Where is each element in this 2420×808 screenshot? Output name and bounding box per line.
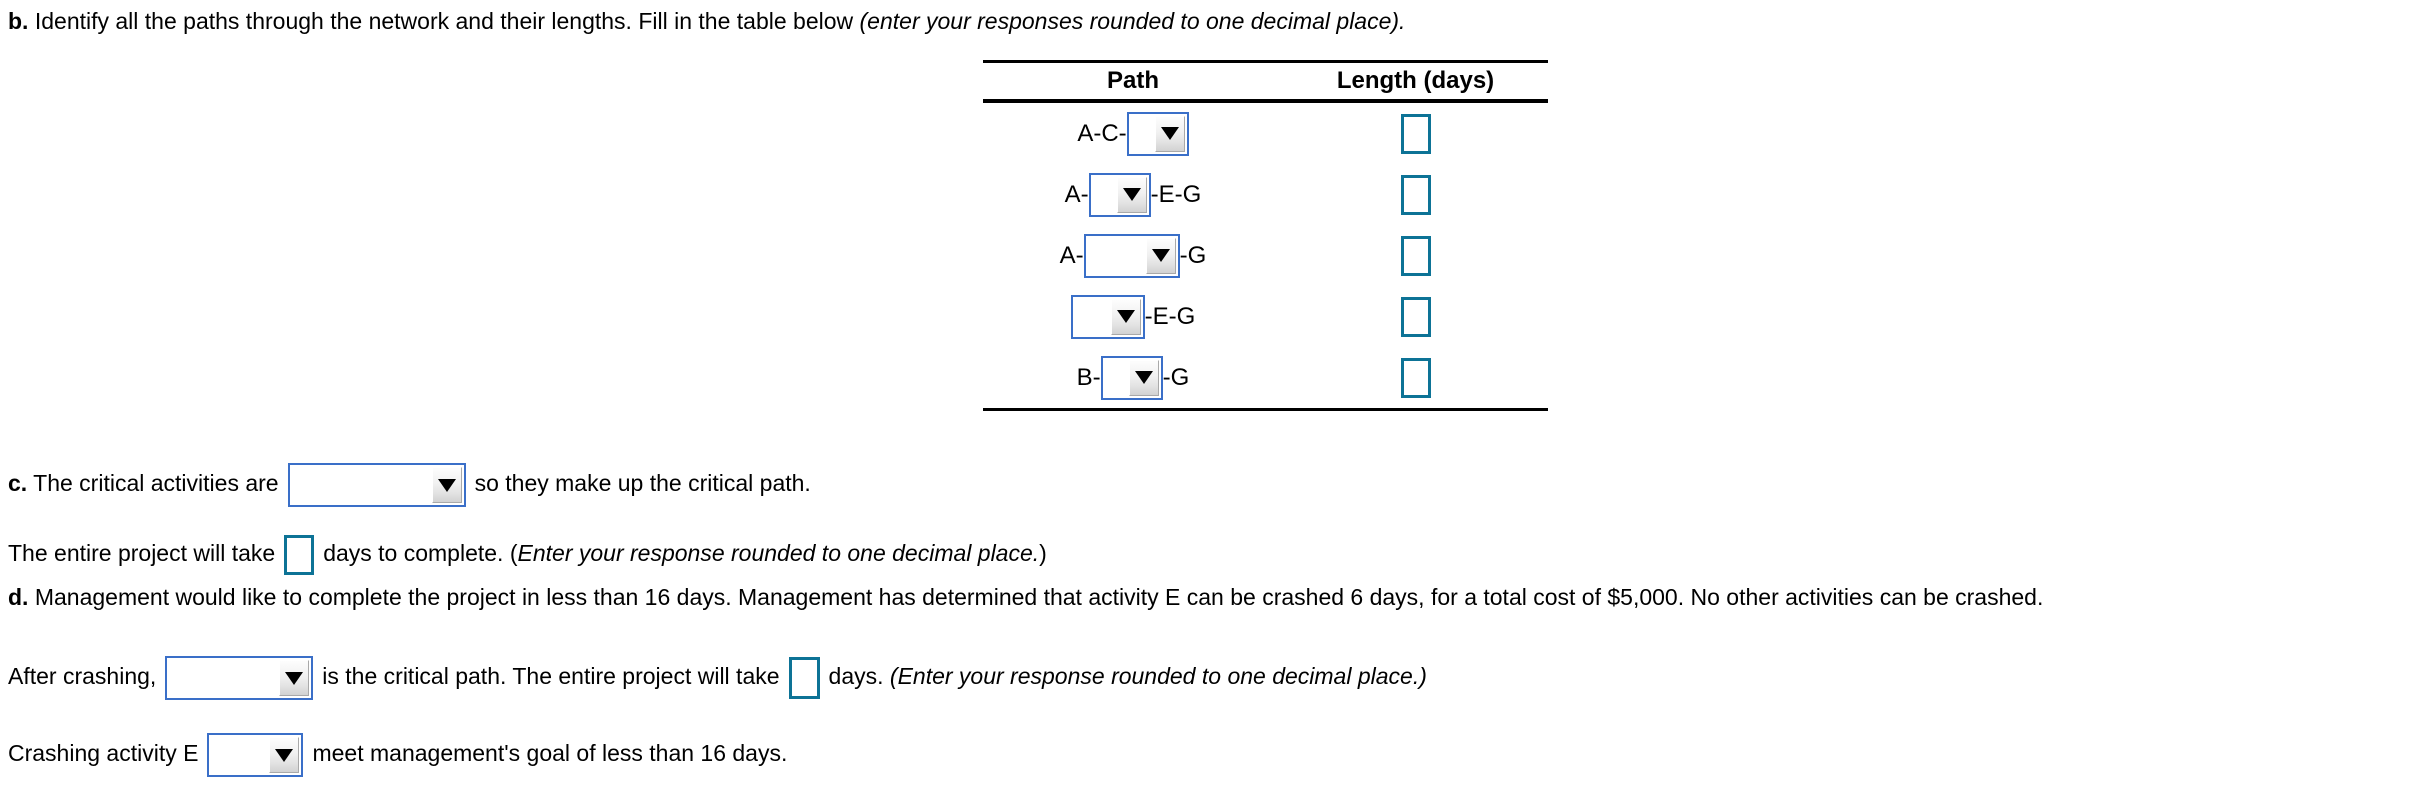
length-input-1[interactable]	[1400, 113, 1431, 154]
length-cell	[1283, 174, 1548, 215]
chevron-down-icon[interactable]	[1110, 298, 1141, 335]
column-header-length: Length (days)	[1336, 67, 1495, 94]
question-c-prompt: c. The critical activities are so they ma…	[8, 463, 811, 507]
path-dropdown-4[interactable]	[1070, 294, 1145, 339]
chevron-down-icon[interactable]	[279, 660, 310, 696]
question-d-followup-2: Crashing activity E meet management's goa…	[8, 733, 787, 777]
chevron-down-icon[interactable]	[1116, 176, 1147, 213]
table-row: A- -E-G	[983, 164, 1548, 225]
question-c-label: c.	[8, 470, 28, 497]
table-header-row: Path Length (days)	[983, 63, 1548, 99]
project-duration-text-middle: days to complete. (	[323, 540, 518, 567]
path-cell: A-C-	[983, 111, 1283, 156]
path-suffix: -G	[1179, 241, 1207, 269]
question-d-followup-1: After crashing, is the critical path. The…	[8, 656, 1427, 700]
path-dropdown-1[interactable]	[1126, 111, 1189, 156]
chevron-down-icon[interactable]	[269, 737, 300, 773]
question-b-text: Identify all the paths through the netwo…	[28, 8, 860, 34]
crashing-e-text-before: Crashing activity E	[8, 740, 199, 767]
path-dropdown-2[interactable]	[1088, 172, 1151, 217]
question-b-italic-note: (enter your responses rounded to one dec…	[859, 8, 1406, 34]
after-crashing-italic-note: (Enter your response rounded to one deci…	[889, 663, 1427, 690]
length-input-4[interactable]	[1400, 296, 1431, 337]
question-b-prompt: b. Identify all the paths through the ne…	[8, 10, 1405, 33]
length-cell	[1283, 113, 1548, 154]
crashing-e-dropdown[interactable]	[207, 733, 304, 777]
length-input-5[interactable]	[1400, 357, 1431, 398]
paths-table: Path Length (days) A-C- A- -E-G A- -G -E-G	[983, 60, 1548, 411]
length-cell	[1283, 296, 1548, 337]
path-cell: A- -E-G	[983, 172, 1283, 217]
table-row: A-C-	[983, 103, 1548, 164]
project-duration-text-before: The entire project will take	[8, 540, 276, 567]
chevron-down-icon[interactable]	[1128, 359, 1159, 396]
length-cell	[1283, 235, 1548, 276]
after-crashing-duration-input[interactable]	[788, 657, 820, 699]
path-dropdown-5[interactable]	[1100, 355, 1163, 400]
path-cell: B- -G	[983, 355, 1283, 400]
path-dropdown-3[interactable]	[1083, 233, 1180, 278]
question-d-prompt: d. Management would like to complete the…	[8, 586, 2043, 609]
length-cell	[1283, 357, 1548, 398]
question-c-text-before: The critical activities are	[27, 470, 279, 497]
table-row: -E-G	[983, 286, 1548, 347]
path-prefix: B-	[1076, 363, 1101, 391]
question-d-label: d.	[8, 584, 29, 610]
after-crashing-text-after: days.	[828, 663, 890, 690]
table-row: B- -G	[983, 347, 1548, 408]
question-c-text-after: so they make up the critical path.	[474, 470, 811, 497]
path-cell: -E-G	[983, 294, 1283, 339]
critical-activities-dropdown[interactable]	[287, 463, 466, 507]
table-bottom-rule	[983, 408, 1548, 411]
project-duration-input[interactable]	[284, 535, 315, 575]
path-suffix: -E-G	[1144, 302, 1196, 330]
after-crashing-text-middle: is the critical path. The entire project…	[322, 663, 780, 690]
question-b-label: b.	[8, 8, 29, 34]
question-d-text: Management would like to complete the pr…	[28, 584, 2044, 610]
crashing-e-text-after: meet management's goal of less than 16 d…	[312, 740, 788, 767]
length-input-3[interactable]	[1400, 235, 1431, 276]
length-input-2[interactable]	[1400, 174, 1431, 215]
column-header-path: Path	[1106, 67, 1159, 94]
table-row: A- -G	[983, 225, 1548, 286]
path-prefix: A-	[1064, 180, 1089, 208]
chevron-down-icon[interactable]	[431, 467, 462, 503]
path-prefix: A-C-	[1077, 119, 1127, 147]
question-c-followup: The entire project will take days to comp…	[8, 535, 1047, 575]
chevron-down-icon[interactable]	[1154, 115, 1185, 152]
after-crashing-path-dropdown[interactable]	[165, 656, 314, 700]
path-suffix: -G	[1162, 363, 1190, 391]
path-prefix: A-	[1059, 241, 1084, 269]
project-duration-text-after: )	[1039, 540, 1047, 567]
path-cell: A- -G	[983, 233, 1283, 278]
project-duration-italic-note: Enter your response rounded to one decim…	[517, 540, 1040, 567]
after-crashing-text-before: After crashing,	[8, 663, 157, 690]
path-suffix: -E-G	[1150, 180, 1202, 208]
table-header-rule	[983, 99, 1548, 103]
table-top-rule	[983, 60, 1548, 63]
chevron-down-icon[interactable]	[1145, 237, 1176, 274]
